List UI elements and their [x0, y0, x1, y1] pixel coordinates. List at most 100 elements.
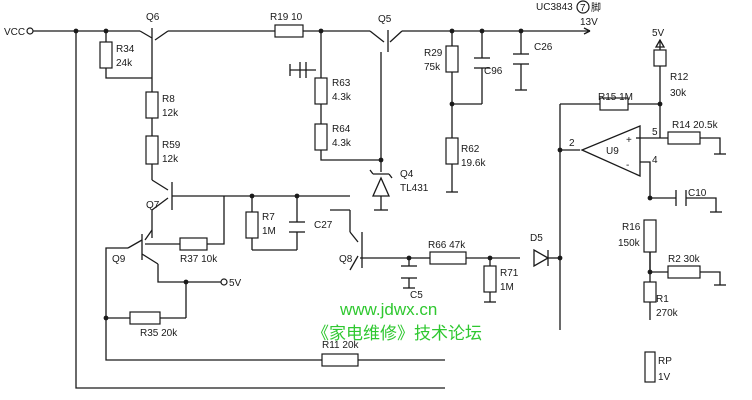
- label-c27: C27: [314, 220, 333, 231]
- resistor-rp: [644, 351, 656, 383]
- resistor-r11: [321, 353, 359, 367]
- label-r29: R29: [424, 48, 443, 59]
- resistor-r37: [179, 237, 208, 251]
- label-r63-value: 4.3k: [332, 92, 352, 103]
- label-r62: R62: [461, 144, 480, 155]
- label-r12: R12: [670, 72, 689, 83]
- label-13v: 13V: [580, 17, 598, 28]
- resistor-r14: [667, 131, 701, 145]
- capacitor-c5: [401, 265, 417, 279]
- watermark: www.jdwx.cn 《家电维修》技术论坛: [312, 300, 482, 344]
- label-u9: U9: [606, 146, 619, 157]
- resistors: [99, 24, 701, 383]
- resistor-r1: [643, 281, 657, 303]
- resistor-r62: [445, 137, 459, 165]
- label-q5: Q5: [378, 14, 392, 25]
- label-r66: R66 47k: [428, 240, 466, 251]
- resistor-r16: [643, 219, 657, 253]
- 5v-top-arrow: [654, 38, 666, 48]
- label-tl431: TL431: [400, 183, 429, 194]
- opamp-u9: [580, 125, 641, 178]
- resistor-r29: [445, 45, 459, 73]
- label-r64-value: 4.3k: [332, 138, 352, 149]
- resistor-r34: [99, 41, 113, 69]
- label-pin7: 7: [580, 3, 586, 14]
- label-c26: C26: [534, 42, 553, 53]
- 13v-arrow: [583, 27, 591, 35]
- label-rp-value: 1V: [658, 372, 671, 383]
- label-r1-value: 270k: [656, 308, 679, 319]
- label-vcc: VCC: [4, 27, 25, 38]
- label-r59-value: 12k: [162, 154, 179, 165]
- label-r14: R14 20.5k: [672, 120, 719, 131]
- label-uc3843: UC3843: [536, 2, 573, 13]
- capacitor-c10: [675, 190, 687, 206]
- label-plus: +: [626, 135, 632, 146]
- label-r11: R11 20k: [322, 340, 360, 351]
- diode-d5: [533, 248, 550, 268]
- label-r29-value: 75k: [424, 62, 441, 73]
- resistor-r64: [314, 123, 328, 151]
- capacitors: [289, 53, 687, 279]
- label-r8-value: 12k: [162, 108, 179, 119]
- label-c5: C5: [410, 290, 423, 301]
- label-pin4: 4: [652, 155, 658, 166]
- resistor-r7: [245, 211, 259, 239]
- label-r64: R64: [332, 124, 351, 135]
- junction-dots: [73, 28, 663, 321]
- label-r16: R16: [622, 222, 641, 233]
- tl431-symbol: [369, 169, 393, 197]
- label-r59: R59: [162, 140, 181, 151]
- watermark-url: www.jdwx.cn: [339, 300, 437, 319]
- resistor-r19: [274, 24, 304, 38]
- wires: [30, 28, 721, 389]
- label-r15: R15 1M: [598, 92, 633, 103]
- label-r7: R7: [262, 212, 275, 223]
- resistor-r66: [429, 251, 467, 265]
- label-r63: R63: [332, 78, 351, 89]
- label-r35: R35 20k: [140, 328, 178, 339]
- label-r19: R19 10: [270, 12, 303, 23]
- label-rp: RP: [658, 356, 672, 367]
- labels: VCC UC3843 7 脚 13V 5V 5V Q6 Q5 Q4 TL431 …: [4, 0, 719, 383]
- label-c10: C10: [688, 188, 707, 199]
- label-5v-top: 5V: [652, 28, 665, 39]
- resistor-r15: [599, 97, 629, 111]
- label-r2: R2 30k: [668, 254, 701, 265]
- label-pin5: 5: [652, 127, 658, 138]
- label-q7: Q7: [146, 200, 160, 211]
- label-r37: R37 10k: [180, 254, 218, 265]
- resistor-r8: [145, 91, 159, 119]
- label-5v-q9: 5V: [229, 278, 242, 289]
- label-q9: Q9: [112, 254, 126, 265]
- capacitor-c26: [513, 53, 529, 65]
- label-r12-value: 30k: [670, 88, 687, 99]
- label-r34: R34: [116, 44, 135, 55]
- label-r8: R8: [162, 94, 175, 105]
- label-r71: R71: [500, 268, 519, 279]
- capacitor-left-q5: [299, 62, 307, 78]
- label-r7-value: 1M: [262, 226, 276, 237]
- label-r16-value: 150k: [618, 238, 641, 249]
- resistor-r59: [145, 135, 159, 165]
- label-pin2: 2: [569, 138, 575, 149]
- label-r1: R1: [656, 294, 669, 305]
- resistor-r12: [653, 49, 667, 67]
- label-minus: -: [626, 160, 629, 171]
- label-r71-value: 1M: [500, 282, 514, 293]
- label-d5: D5: [530, 233, 543, 244]
- label-q4: Q4: [400, 169, 414, 180]
- ground-symbols: [289, 64, 726, 303]
- resistor-r63: [314, 77, 328, 105]
- capacitor-c27: [289, 221, 305, 233]
- watermark-forum: 《家电维修》技术论坛: [312, 324, 482, 344]
- resistor-r35: [129, 311, 161, 325]
- 5v-terminal: [220, 278, 228, 286]
- label-r34-value: 24k: [116, 58, 133, 69]
- label-c96: C96: [484, 66, 503, 77]
- label-pin-suffix: 脚: [591, 1, 601, 14]
- resistor-r71: [483, 265, 497, 293]
- label-q6: Q6: [146, 12, 160, 23]
- label-q8: Q8: [339, 254, 353, 265]
